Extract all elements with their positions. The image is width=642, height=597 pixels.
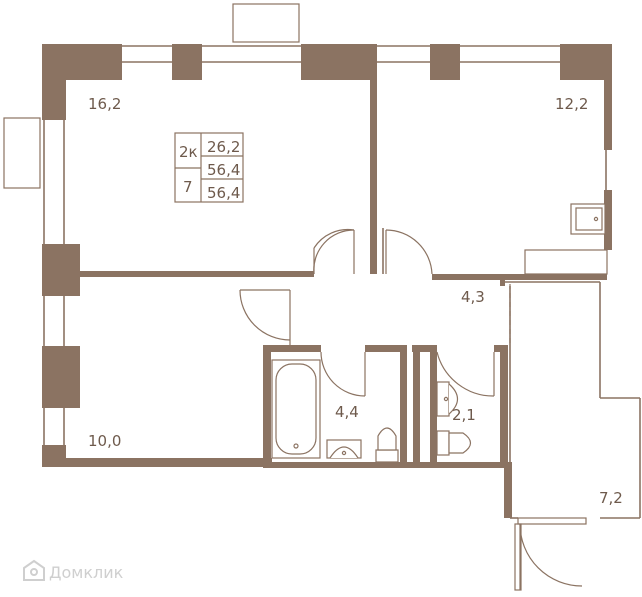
bathroom-toilet <box>375 427 399 463</box>
window-top <box>232 3 300 43</box>
room-label-toilet: 2,1 <box>452 406 476 424</box>
kitchen-sink <box>570 203 606 235</box>
interior-walls <box>66 78 641 519</box>
room-label-kitchen: 12,2 <box>555 95 588 113</box>
info-living-area: 26,2 <box>207 138 240 156</box>
room-label-loggia: 7,2 <box>599 489 623 507</box>
bathtub <box>271 359 321 459</box>
info-floor: 7 <box>183 178 193 196</box>
info-total-area-2: 56,4 <box>207 184 240 202</box>
info-total-area: 56,4 <box>207 161 240 179</box>
info-rooms-count: 2к <box>179 143 198 161</box>
watermark: Домклик <box>23 559 124 582</box>
info-box: 2к 7 26,2 56,4 56,4 <box>174 132 244 203</box>
room-label-living: 16,2 <box>88 95 121 113</box>
doors <box>239 228 587 591</box>
domclick-logo-icon <box>23 559 45 581</box>
outer-walls <box>42 44 612 468</box>
room-label-bathroom: 4,4 <box>335 403 359 421</box>
watermark-text: Домклик <box>49 563 124 582</box>
toilet-sink <box>436 381 459 417</box>
room-label-hallway: 4,3 <box>461 288 485 306</box>
room-label-bedroom: 10,0 <box>88 432 121 450</box>
window-left <box>3 117 41 189</box>
bathroom-sink <box>326 439 362 459</box>
toilet-bowl <box>436 430 472 456</box>
